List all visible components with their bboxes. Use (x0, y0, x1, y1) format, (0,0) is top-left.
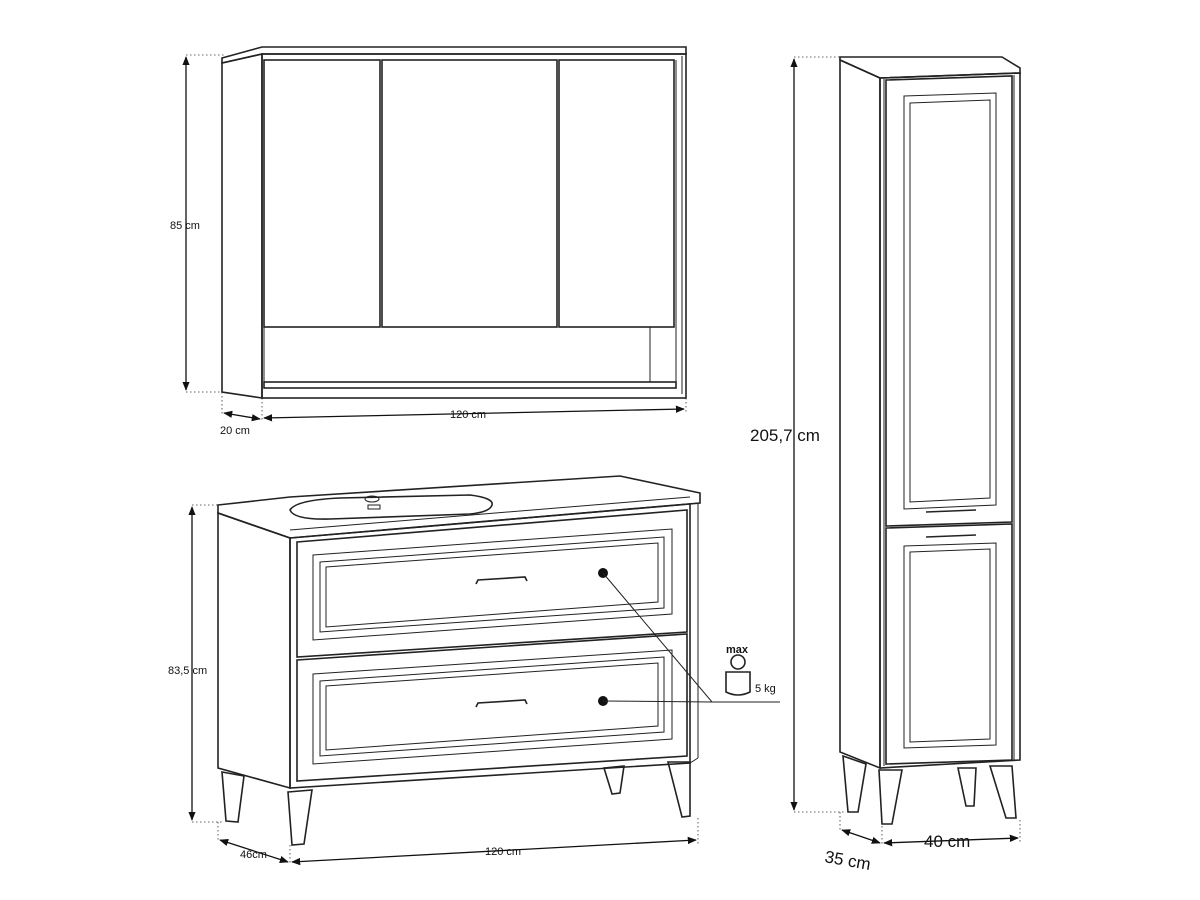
tall-cabinet-side (839, 58, 881, 770)
vanity-leg-back-right (602, 765, 625, 795)
tall-cabinet-upper-door (885, 75, 1013, 527)
mirror-depth-arrow (223, 410, 261, 422)
mirror-width-label: 120 cm (450, 409, 486, 421)
mirror-height-label: 85 cm (170, 220, 200, 232)
tall-leg-front-left (878, 769, 903, 825)
mirror-depth-label: 20 cm (220, 425, 250, 437)
weight-icon (730, 654, 746, 670)
tall-cabinet-top (839, 56, 1021, 79)
tap-hole (364, 495, 380, 503)
lower-door-handle (925, 534, 977, 538)
mirror-door-center (381, 59, 558, 328)
mirror-cabinet (221, 46, 687, 399)
tall-cabinet-front (879, 72, 1021, 769)
drawer-top (296, 509, 688, 658)
tall-leg-back-right (957, 767, 977, 807)
tall-width-label: 40 cm (924, 832, 970, 851)
vanity-dimensions: 83,5 cm 46cm 120 cm (168, 504, 699, 866)
vanity-width-arrow (291, 836, 697, 866)
max-load-value: 5 kg (755, 683, 776, 695)
drawer-bottom (296, 633, 688, 782)
vanity-leg-back-left (221, 771, 245, 823)
tall-height-label: 205,7 cm (750, 426, 820, 445)
vanity-leg-front-right (666, 761, 691, 818)
weight-body-icon (725, 671, 751, 696)
mirror-shelf (263, 381, 677, 389)
drawer-bottom-handle (475, 699, 528, 708)
tall-cabinet (839, 56, 1021, 825)
tall-cabinet-lower-door (885, 523, 1013, 765)
basin (289, 494, 493, 520)
mirror-cabinet-frame (261, 53, 687, 399)
vanity-depth-label: 46cm (240, 849, 267, 861)
mirror-door-right (558, 59, 675, 328)
tall-width-arrow (883, 834, 1019, 847)
vanity-unit (217, 475, 780, 846)
max-load-badge: max 5 kg (725, 644, 776, 696)
mirror-dimensions: 85 cm 20 cm 120 cm (170, 54, 687, 437)
mirror-door-left (263, 59, 381, 328)
vanity-front (289, 503, 691, 789)
vanity-height-label: 83,5 cm (168, 665, 207, 677)
overflow-slot (367, 504, 381, 510)
load-leader-bottom (602, 700, 713, 703)
vanity-side (217, 511, 291, 790)
tall-depth-arrow (841, 829, 881, 844)
vanity-depth-arrow (219, 839, 289, 863)
tall-leg-front-right (988, 765, 1017, 819)
vanity-leg-front-left (287, 789, 313, 846)
mirror-cabinet-side (221, 53, 263, 399)
tall-depth-label: 35 cm (823, 847, 872, 874)
tall-leg-back-left (842, 754, 867, 813)
mirror-width-arrow (263, 405, 685, 422)
drawer-top-handle (475, 576, 528, 585)
tall-cabinet-dimensions: 205,7 cm 35 cm 40 cm (750, 56, 1021, 874)
max-load-top-label: max (726, 644, 749, 656)
upper-door-handle (925, 509, 977, 513)
vanity-width-label: 120 cm (485, 846, 521, 858)
